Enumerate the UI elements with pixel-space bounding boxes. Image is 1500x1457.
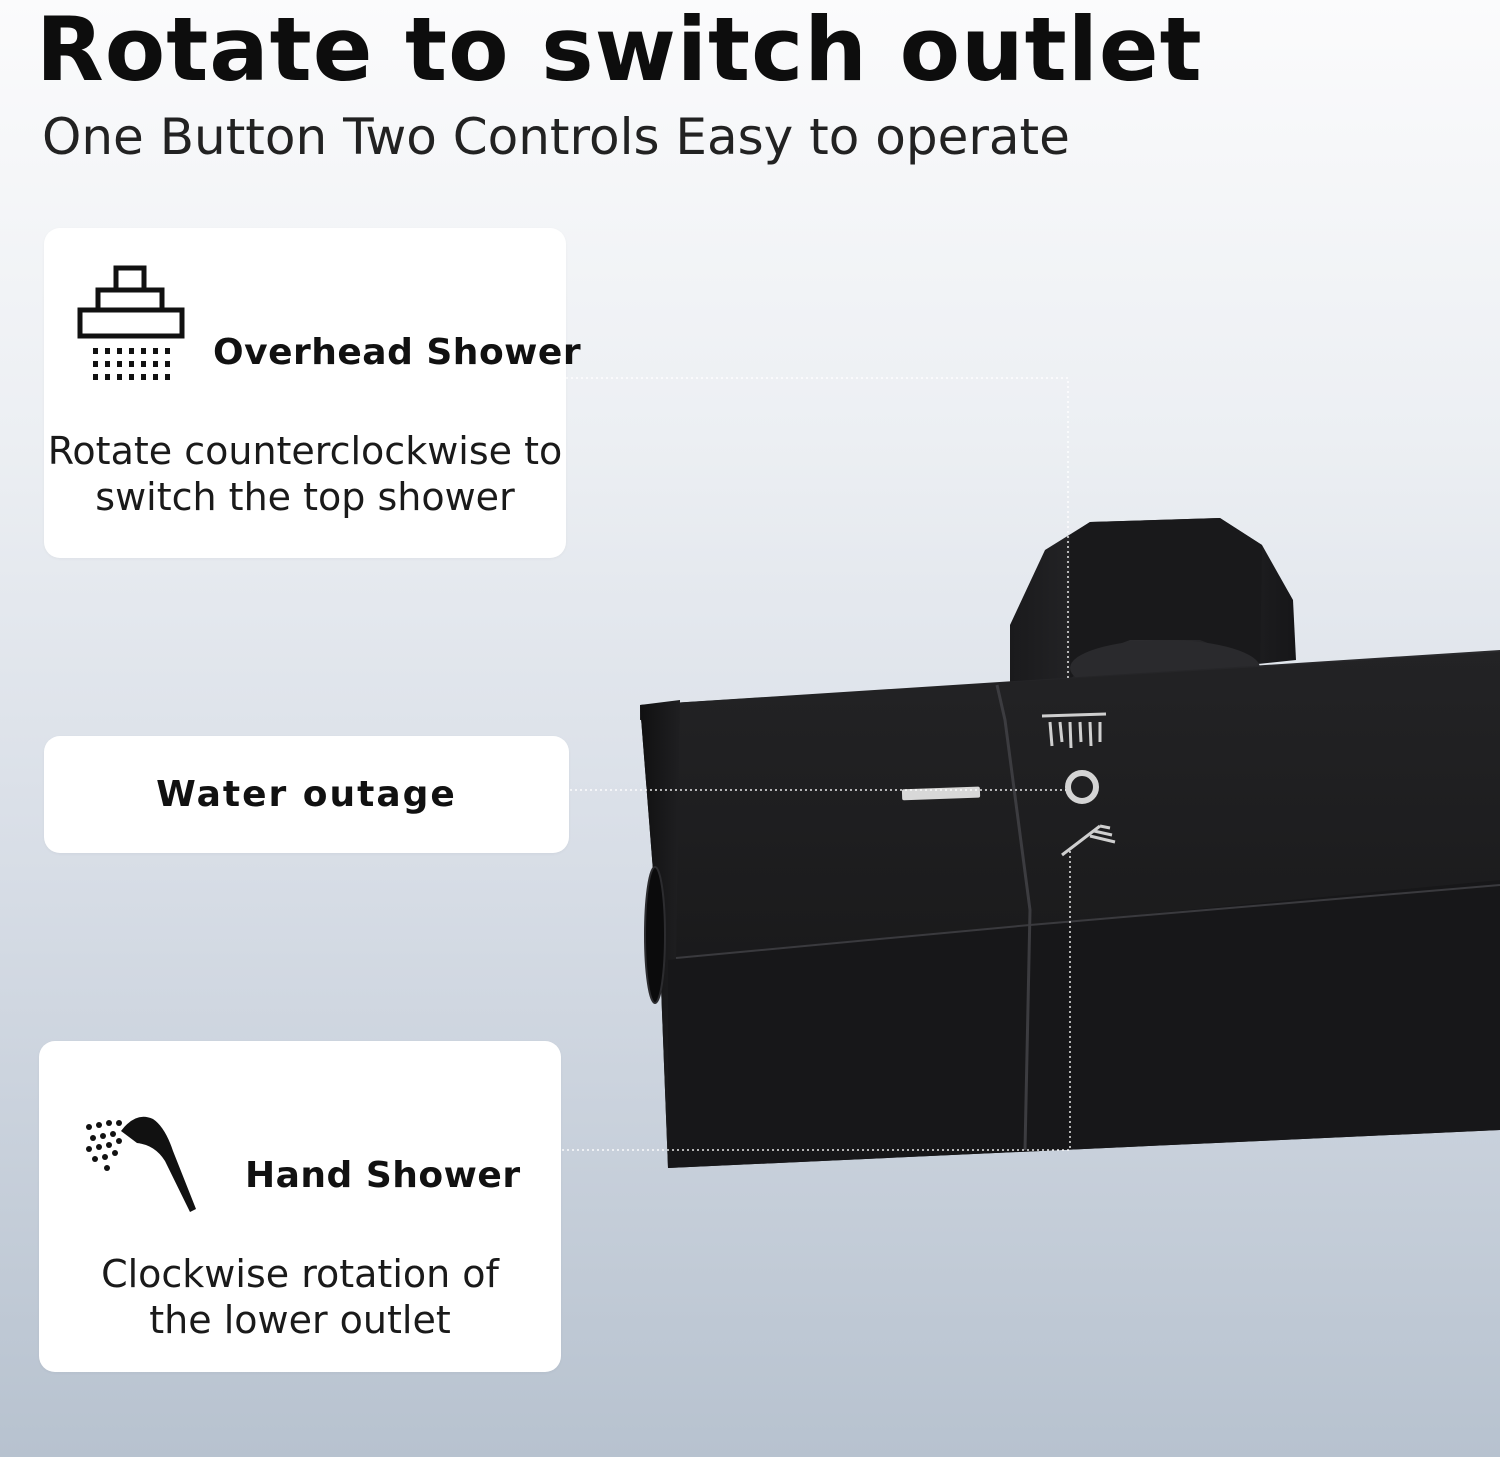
off-symbol [1065, 770, 1099, 804]
overhead-shower-title: Overhead Shower [213, 332, 582, 373]
leader-lines [562, 377, 1071, 1151]
overhead-shower-card: Overhead Shower Rotate counterclockwise … [44, 228, 581, 558]
hand-shower-card: Hand Shower Clockwise rotation of the lo… [39, 1041, 561, 1372]
water-outage-card: Water outage [44, 736, 569, 853]
overhead-shower-description: Rotate counterclockwise to switch the to… [47, 429, 563, 519]
overhead-shower-icon [77, 265, 185, 380]
hand-shower-icon [86, 1116, 196, 1212]
water-outage-title: Water outage [156, 774, 457, 815]
headline: Rotate to switch outlet [36, 0, 1203, 101]
subheadline: One Button Two Controls Easy to operate [42, 108, 1070, 166]
hand-shower-symbol [1061, 824, 1116, 857]
hand-shower-title: Hand Shower [245, 1155, 521, 1196]
hand-shower-description: Clockwise rotation of the lower outlet [101, 1252, 499, 1342]
valve-product-illustration [562, 377, 1500, 1168]
overhead-shower-symbol [1041, 712, 1107, 749]
